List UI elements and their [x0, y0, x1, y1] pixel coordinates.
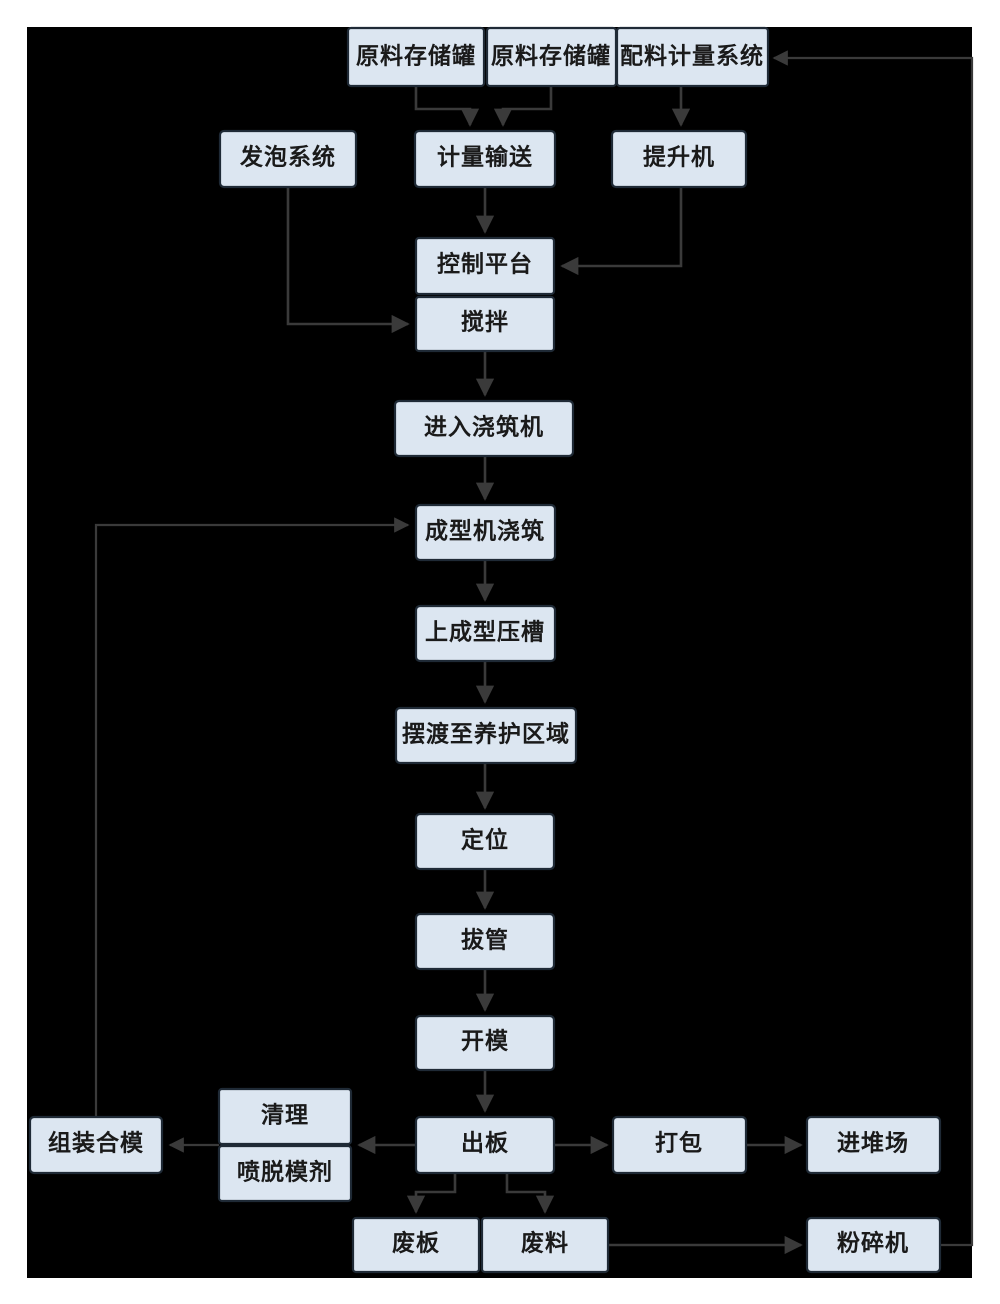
- node-label: 清理: [261, 1102, 309, 1127]
- node-raw-material-tank-1[interactable]: 原料存储罐: [346, 26, 486, 88]
- node-elevator[interactable]: 提升机: [610, 129, 748, 189]
- node-label: 原料存储罐: [491, 42, 611, 68]
- node-metering-conveying[interactable]: 计量输送: [413, 129, 557, 189]
- node-enter-casting-machine[interactable]: 进入浇筑机: [393, 399, 575, 458]
- node-label: 打包: [655, 1129, 703, 1155]
- node-label: 组装合模: [48, 1129, 144, 1155]
- node-label: 拔管: [461, 926, 509, 952]
- node-label: 原料存储罐: [356, 42, 476, 68]
- node-label: 提升机: [643, 143, 715, 169]
- node-label: 计量输送: [437, 143, 533, 169]
- node-spray-release-agent[interactable]: 喷脱模剂: [217, 1144, 353, 1203]
- node-crusher[interactable]: 粉碎机: [805, 1216, 942, 1274]
- node-board-out[interactable]: 出板: [414, 1115, 556, 1175]
- node-label: 出板: [461, 1130, 509, 1155]
- node-waste-board[interactable]: 废板: [351, 1216, 481, 1274]
- edge-foaming-to-mixing: [286, 187, 410, 334]
- node-pipe-pulling[interactable]: 拔管: [414, 912, 556, 971]
- node-waste-material[interactable]: 废料: [480, 1216, 610, 1274]
- node-batching-metering-system[interactable]: 配料计量系统: [615, 26, 770, 88]
- node-control-platform[interactable]: 控制平台: [414, 236, 556, 296]
- node-enter-stacking-yard[interactable]: 进堆场: [805, 1115, 942, 1175]
- edge-board-out-to-waste-board: [406, 1173, 457, 1214]
- node-label: 废料: [521, 1229, 569, 1255]
- node-upper-forming-press-groove[interactable]: 上成型压槽: [414, 604, 557, 663]
- node-label: 发泡系统: [239, 143, 336, 169]
- edge-elevator-to-control: [560, 187, 683, 276]
- node-label: 废板: [392, 1229, 440, 1255]
- node-positioning[interactable]: 定位: [414, 812, 556, 871]
- node-label: 上成型压槽: [425, 619, 545, 644]
- node-mixing[interactable]: 搅拌: [414, 295, 556, 353]
- node-label: 喷脱模剂: [237, 1158, 333, 1184]
- node-label: 成型机浇筑: [425, 517, 545, 543]
- node-label: 进堆场: [837, 1130, 909, 1155]
- edge-tank2-to-metering: [493, 86, 553, 127]
- node-ferry-to-curing-area[interactable]: 摆渡至养护区域: [394, 706, 578, 765]
- node-packing[interactable]: 打包: [611, 1115, 748, 1175]
- node-forming-machine-casting[interactable]: 成型机浇筑: [414, 503, 557, 562]
- node-foaming-system[interactable]: 发泡系统: [218, 129, 358, 189]
- node-cleaning[interactable]: 清理: [217, 1087, 353, 1146]
- node-layer: 原料存储罐 原料存储罐 配料计量系统 发泡系统 计量输送 提升机: [28, 26, 942, 1274]
- edge-tank1-to-metering: [414, 86, 480, 127]
- node-label: 搅拌: [461, 308, 509, 334]
- edge-board-out-to-waste-material: [505, 1173, 555, 1214]
- node-label: 进入浇筑机: [424, 413, 544, 439]
- edge-assembly-to-forming-loop: [94, 517, 410, 1117]
- node-label: 摆渡至养护区域: [402, 720, 570, 746]
- node-label: 控制平台: [437, 250, 533, 276]
- edge-crusher-to-batching-loop: [772, 50, 974, 1247]
- edge-layer: [94, 50, 974, 1255]
- node-label: 粉碎机: [837, 1229, 909, 1255]
- node-assembly-mold-closing[interactable]: 组装合模: [28, 1115, 164, 1175]
- node-label: 配料计量系统: [620, 42, 764, 68]
- node-raw-material-tank-2[interactable]: 原料存储罐: [485, 26, 618, 88]
- node-demolding[interactable]: 开模: [414, 1014, 556, 1072]
- node-label: 开模: [461, 1028, 509, 1053]
- node-label: 定位: [461, 826, 509, 852]
